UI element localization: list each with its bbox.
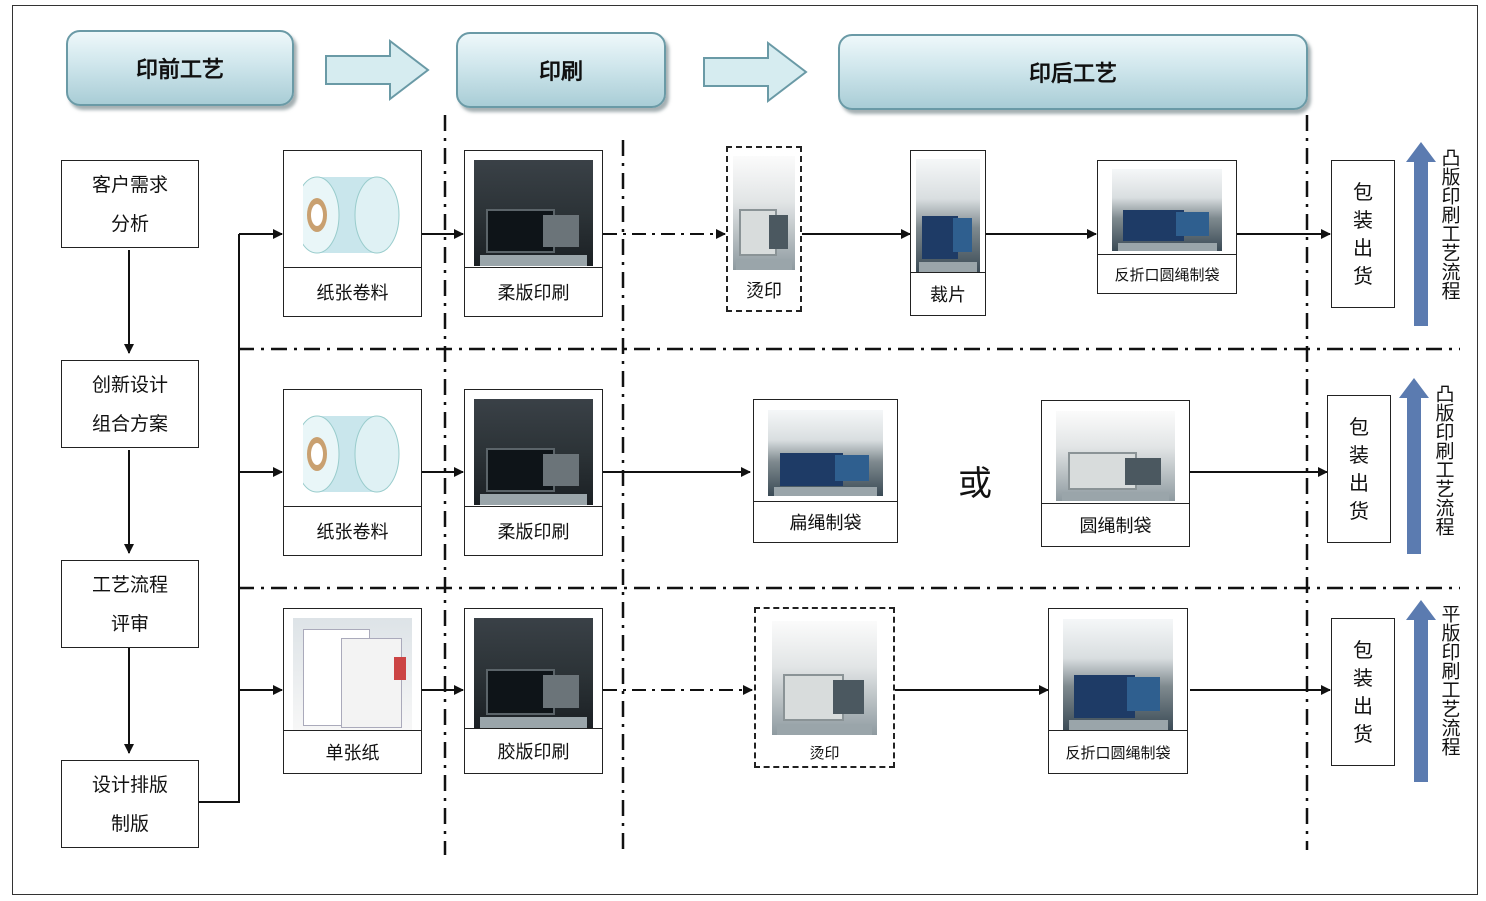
pack-char: 包 [1353, 180, 1373, 204]
round-rope-machine-image [1056, 411, 1175, 501]
pack-char: 包 [1353, 638, 1373, 662]
pack-char: 货 [1353, 722, 1373, 746]
pack-char: 装 [1353, 666, 1373, 690]
card-caption: 纸张卷料 [284, 506, 421, 555]
pack-char: 出 [1349, 471, 1369, 495]
card-paper-roll: 纸张卷料 [283, 150, 422, 317]
vertical-process-arrow [1406, 600, 1436, 782]
pack-char: 包 [1349, 415, 1369, 439]
pack-char: 货 [1349, 499, 1369, 523]
flexo-press-image [474, 399, 593, 505]
cutting-machine-image [916, 159, 980, 273]
card-flexo-printing: 柔版印刷 [464, 150, 603, 317]
card-caption: 扁绳制袋 [754, 501, 897, 542]
flat-rope-machine-image [768, 410, 883, 496]
card-single-sheet: 单张纸 [283, 608, 422, 774]
hot-stamp-machine-image [733, 156, 795, 270]
pack-ship-box: 包装出货 [1331, 160, 1395, 308]
diagram-frame [12, 5, 1478, 895]
card-paper-roll: 纸张卷料 [283, 389, 422, 556]
card-caption: 柔版印刷 [465, 506, 602, 555]
step-line: 设计排版 [91, 774, 168, 796]
pack-char: 装 [1353, 208, 1373, 232]
step-line: 制版 [110, 813, 149, 835]
phase-arrow-1 [325, 38, 430, 102]
card-offset-printing: 胶版印刷 [464, 608, 603, 774]
step-design-plan: 创新设计组合方案 [61, 360, 199, 448]
step-layout-platemaking: 设计排版制版 [61, 760, 199, 848]
flexo-press-image [474, 160, 593, 266]
phase-prepress-label: 印前工艺 [135, 58, 224, 83]
card-caption: 烫印 [756, 738, 893, 766]
card-caption: 裁片 [911, 272, 985, 315]
pack-ship-box: 包装出货 [1331, 618, 1395, 766]
card-caption: 单张纸 [284, 730, 421, 773]
phase-printing-label: 印刷 [538, 60, 583, 85]
card-round-rope-bag: 圆绳制袋 [1041, 400, 1190, 547]
step-line: 工艺流程 [91, 574, 168, 596]
phase-postpress-label: 印后工艺 [1028, 62, 1117, 87]
bag-making-line-image [1112, 169, 1222, 251]
card-caption: 烫印 [728, 270, 800, 310]
process-label-letterpress: 凸版印刷工艺流程 [1437, 148, 1461, 300]
vertical-process-arrow [1399, 378, 1429, 554]
card-flat-rope-bag: 扁绳制袋 [753, 399, 898, 543]
pack-ship-box: 包装出货 [1327, 395, 1391, 543]
or-label: 或 [958, 464, 992, 504]
card-caption: 胶版印刷 [465, 728, 602, 773]
hot-stamp-machine-image [772, 621, 877, 735]
vertical-process-arrow [1406, 142, 1436, 326]
step-customer-analysis: 客户需求分析 [61, 160, 199, 248]
paper-roll-image [293, 399, 412, 509]
card-hot-stamping: 烫印 [754, 607, 895, 768]
card-hot-stamping: 烫印 [726, 146, 802, 312]
card-caption: 反折口圆绳制袋 [1098, 254, 1236, 293]
card-rope-bag-making: 反折口圆绳制袋 [1048, 608, 1188, 774]
card-caption: 柔版印刷 [465, 267, 602, 316]
paper-roll-image [293, 160, 412, 270]
card-rope-bag-making: 反折口圆绳制袋 [1097, 160, 1237, 294]
pack-char: 货 [1353, 264, 1373, 288]
step-line: 客户需求 [91, 174, 168, 196]
step-line: 分析 [110, 213, 149, 235]
card-caption: 纸张卷料 [284, 267, 421, 316]
step-line: 创新设计 [91, 374, 168, 396]
phase-postpress: 印后工艺 [838, 34, 1308, 110]
bag-making-line-image [1063, 619, 1173, 731]
card-caption: 反折口圆绳制袋 [1049, 730, 1187, 773]
card-caption: 圆绳制袋 [1042, 503, 1189, 546]
phase-arrow-2 [703, 40, 808, 104]
step-process-review: 工艺流程评审 [61, 560, 199, 648]
pack-char: 出 [1353, 236, 1373, 260]
card-flexo-printing: 柔版印刷 [464, 389, 603, 556]
paper-sheets-image [293, 618, 412, 730]
step-line: 评审 [110, 613, 149, 635]
process-name: 凸版印刷工艺流程 [1438, 148, 1461, 300]
phase-printing: 印刷 [456, 32, 666, 108]
card-cutting: 裁片 [910, 150, 986, 316]
process-label-letterpress: 凸版印刷工艺流程 [1431, 384, 1455, 536]
offset-press-image [474, 618, 593, 728]
phase-prepress: 印前工艺 [66, 30, 294, 106]
pack-char: 装 [1349, 443, 1369, 467]
process-name: 平版印刷工艺流程 [1438, 604, 1461, 756]
step-line: 组合方案 [91, 413, 168, 435]
process-name: 凸版印刷工艺流程 [1432, 384, 1455, 536]
pack-char: 出 [1353, 694, 1373, 718]
process-label-lithographic: 平版印刷工艺流程 [1437, 604, 1461, 756]
